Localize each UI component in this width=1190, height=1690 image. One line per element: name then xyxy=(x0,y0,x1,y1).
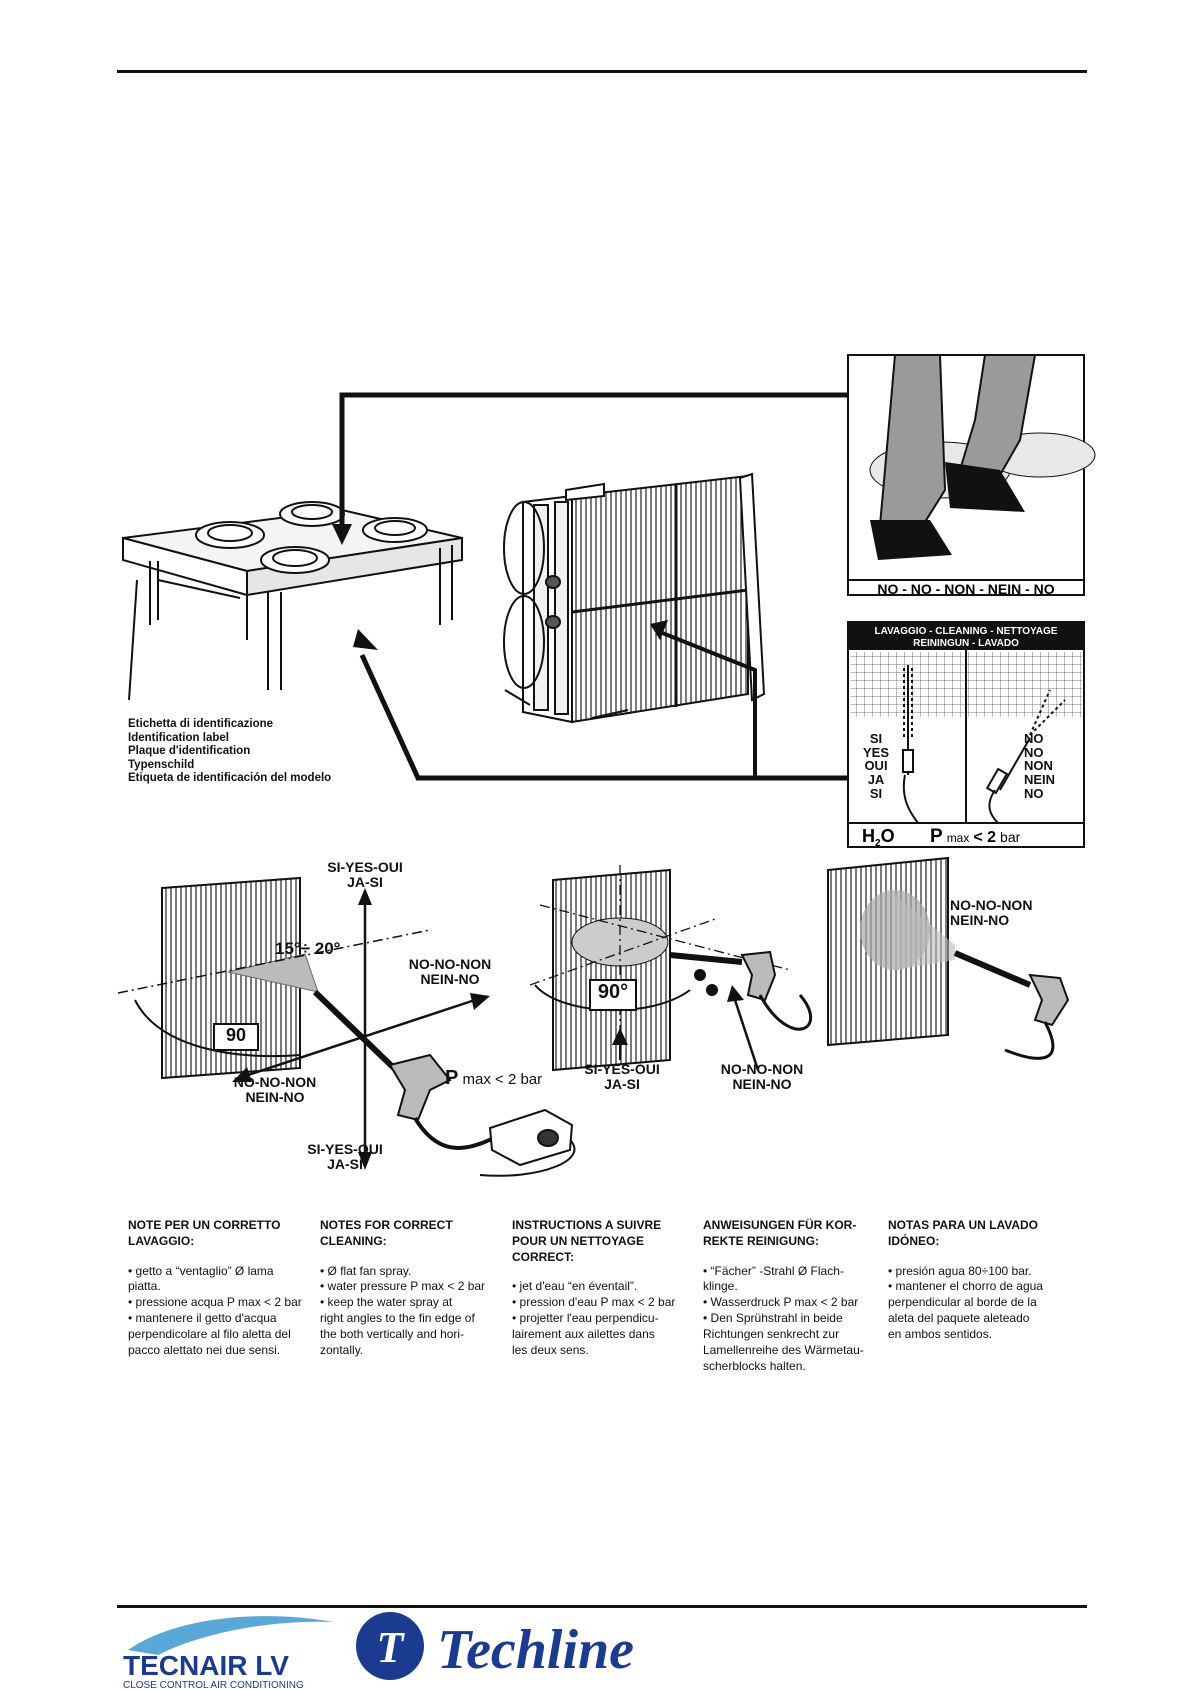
notes-col-it: NOTE PER UN CORRETTO LAVAGGIO: • getto a… xyxy=(128,1218,306,1359)
d1-pressure: P max < 2 bar xyxy=(445,1067,543,1089)
spray-gun-icon xyxy=(669,950,813,1031)
pointer-line-bottom xyxy=(359,653,848,781)
notes-heading: NOTAS PARA UN LAVADO IDÓNEO: xyxy=(888,1218,1038,1248)
tecnair-logo: TECNAIR LV CLOSE CONTROL AIR CONDITIONIN… xyxy=(123,1616,333,1690)
d1-left-no: NO-NO-NON NEIN-NO xyxy=(233,1074,317,1105)
d3-no: NO-NO-NON NEIN-NO xyxy=(950,897,1033,928)
diagram-1-fan-spray xyxy=(117,876,576,1177)
top-rule xyxy=(117,70,1087,73)
techline-wordmark: Techline xyxy=(437,1619,634,1681)
walk-caption: NO - NO - NON - NEIN - NO xyxy=(877,581,1054,597)
notes-col-de: ANWEISUNGEN FÜR KOR- REKTE REINIGUNG: • … xyxy=(703,1218,881,1374)
spray-lance-icon xyxy=(902,665,919,824)
pointer-line-coil xyxy=(659,630,757,778)
identification-label-text: Etichetta di identificazione Identificat… xyxy=(128,718,332,785)
d1-bottom-yes: SI-YES-OUI JA-SI xyxy=(307,1141,383,1172)
pointer-line-top xyxy=(339,392,848,527)
notes-body: • getto a “ventaglio” Ø lama piatta. • p… xyxy=(128,1263,302,1357)
label-pointer-line xyxy=(128,579,138,701)
notes-body: • jet d'eau “en éventail”. • pression d'… xyxy=(512,1279,676,1357)
notes-col-es: NOTAS PARA UN LAVADO IDÓNEO: • presión a… xyxy=(888,1218,1073,1343)
d1-top-yes: SI-YES-OUI JA-SI xyxy=(327,859,403,890)
notes-heading: NOTES FOR CORRECT CLEANING: xyxy=(320,1218,453,1248)
pressure-pump-icon xyxy=(479,1108,576,1177)
pressure-h2o: H2O xyxy=(862,826,895,849)
notes-col-fr: INSTRUCTIONS A SUIVRE POUR UN NETTOYAGE … xyxy=(512,1218,690,1359)
d2-no: NO-NO-NON NEIN-NO xyxy=(720,1061,804,1092)
techline-mark: T xyxy=(377,1623,406,1672)
spray-gun-icon xyxy=(953,950,1070,1060)
notes-col-en: NOTES FOR CORRECT CLEANING: • Ø flat fan… xyxy=(320,1218,498,1359)
techline-logo: T Techline xyxy=(356,1612,634,1681)
cleaning-yes-list: SI YES OUI JA SI xyxy=(862,731,889,801)
d1-angle-90: 90 xyxy=(225,1025,247,1045)
fan-icon xyxy=(195,501,428,574)
walk-panel: NO - NO - NON - NEIN - NO xyxy=(847,354,1096,597)
coil-closeup xyxy=(503,472,766,724)
d2-angle-90: 90° xyxy=(597,981,629,1003)
notes-body: • Ø flat fan spray. • water pressure P m… xyxy=(320,1263,486,1357)
cleaning-title-2: REININGUN - LAVADO xyxy=(913,638,1019,649)
cleaning-title-1: LAVAGGIO - CLEANING - NETTOYAGE xyxy=(875,626,1058,637)
diagram-3-wrong-spray xyxy=(827,856,1070,1060)
cleaning-panel: LAVAGGIO - CLEANING - NETTOYAGE REININGU… xyxy=(847,621,1085,849)
d1-right-no: NO-NO-NON NEIN-NO xyxy=(408,956,492,987)
cleaning-no-list: NO NO NON NEIN NO xyxy=(1024,731,1056,801)
notes-body: • “Fächer” -Strahl Ø Flach- klinge. • Wa… xyxy=(703,1263,864,1373)
diagram-2-perpendicular-spray xyxy=(529,865,813,1072)
d2-yes: SI-YES-OUI JA-SI xyxy=(584,1061,660,1092)
bottom-rule xyxy=(117,1605,1087,1608)
d1-fan-angle: 15°÷ 20° xyxy=(275,939,341,958)
spray-gun-icon xyxy=(312,989,501,1150)
notes-body: • presión agua 80÷100 bar. • mantener el… xyxy=(888,1263,1043,1341)
notes-heading: INSTRUCTIONS A SUIVRE POUR UN NETTOYAGE … xyxy=(512,1218,662,1264)
notes-heading: NOTE PER UN CORRETTO LAVAGGIO: xyxy=(128,1218,281,1248)
tecnair-tagline: CLOSE CONTROL AIR CONDITIONING xyxy=(123,1680,304,1690)
tecnair-wordmark: TECNAIR LV xyxy=(123,1650,289,1681)
notes-heading: ANWEISUNGEN FÜR KOR- REKTE REINIGUNG: xyxy=(703,1218,857,1248)
dry-cooler-unit xyxy=(122,501,463,690)
spray-lance-wrong-icon xyxy=(985,689,1066,824)
